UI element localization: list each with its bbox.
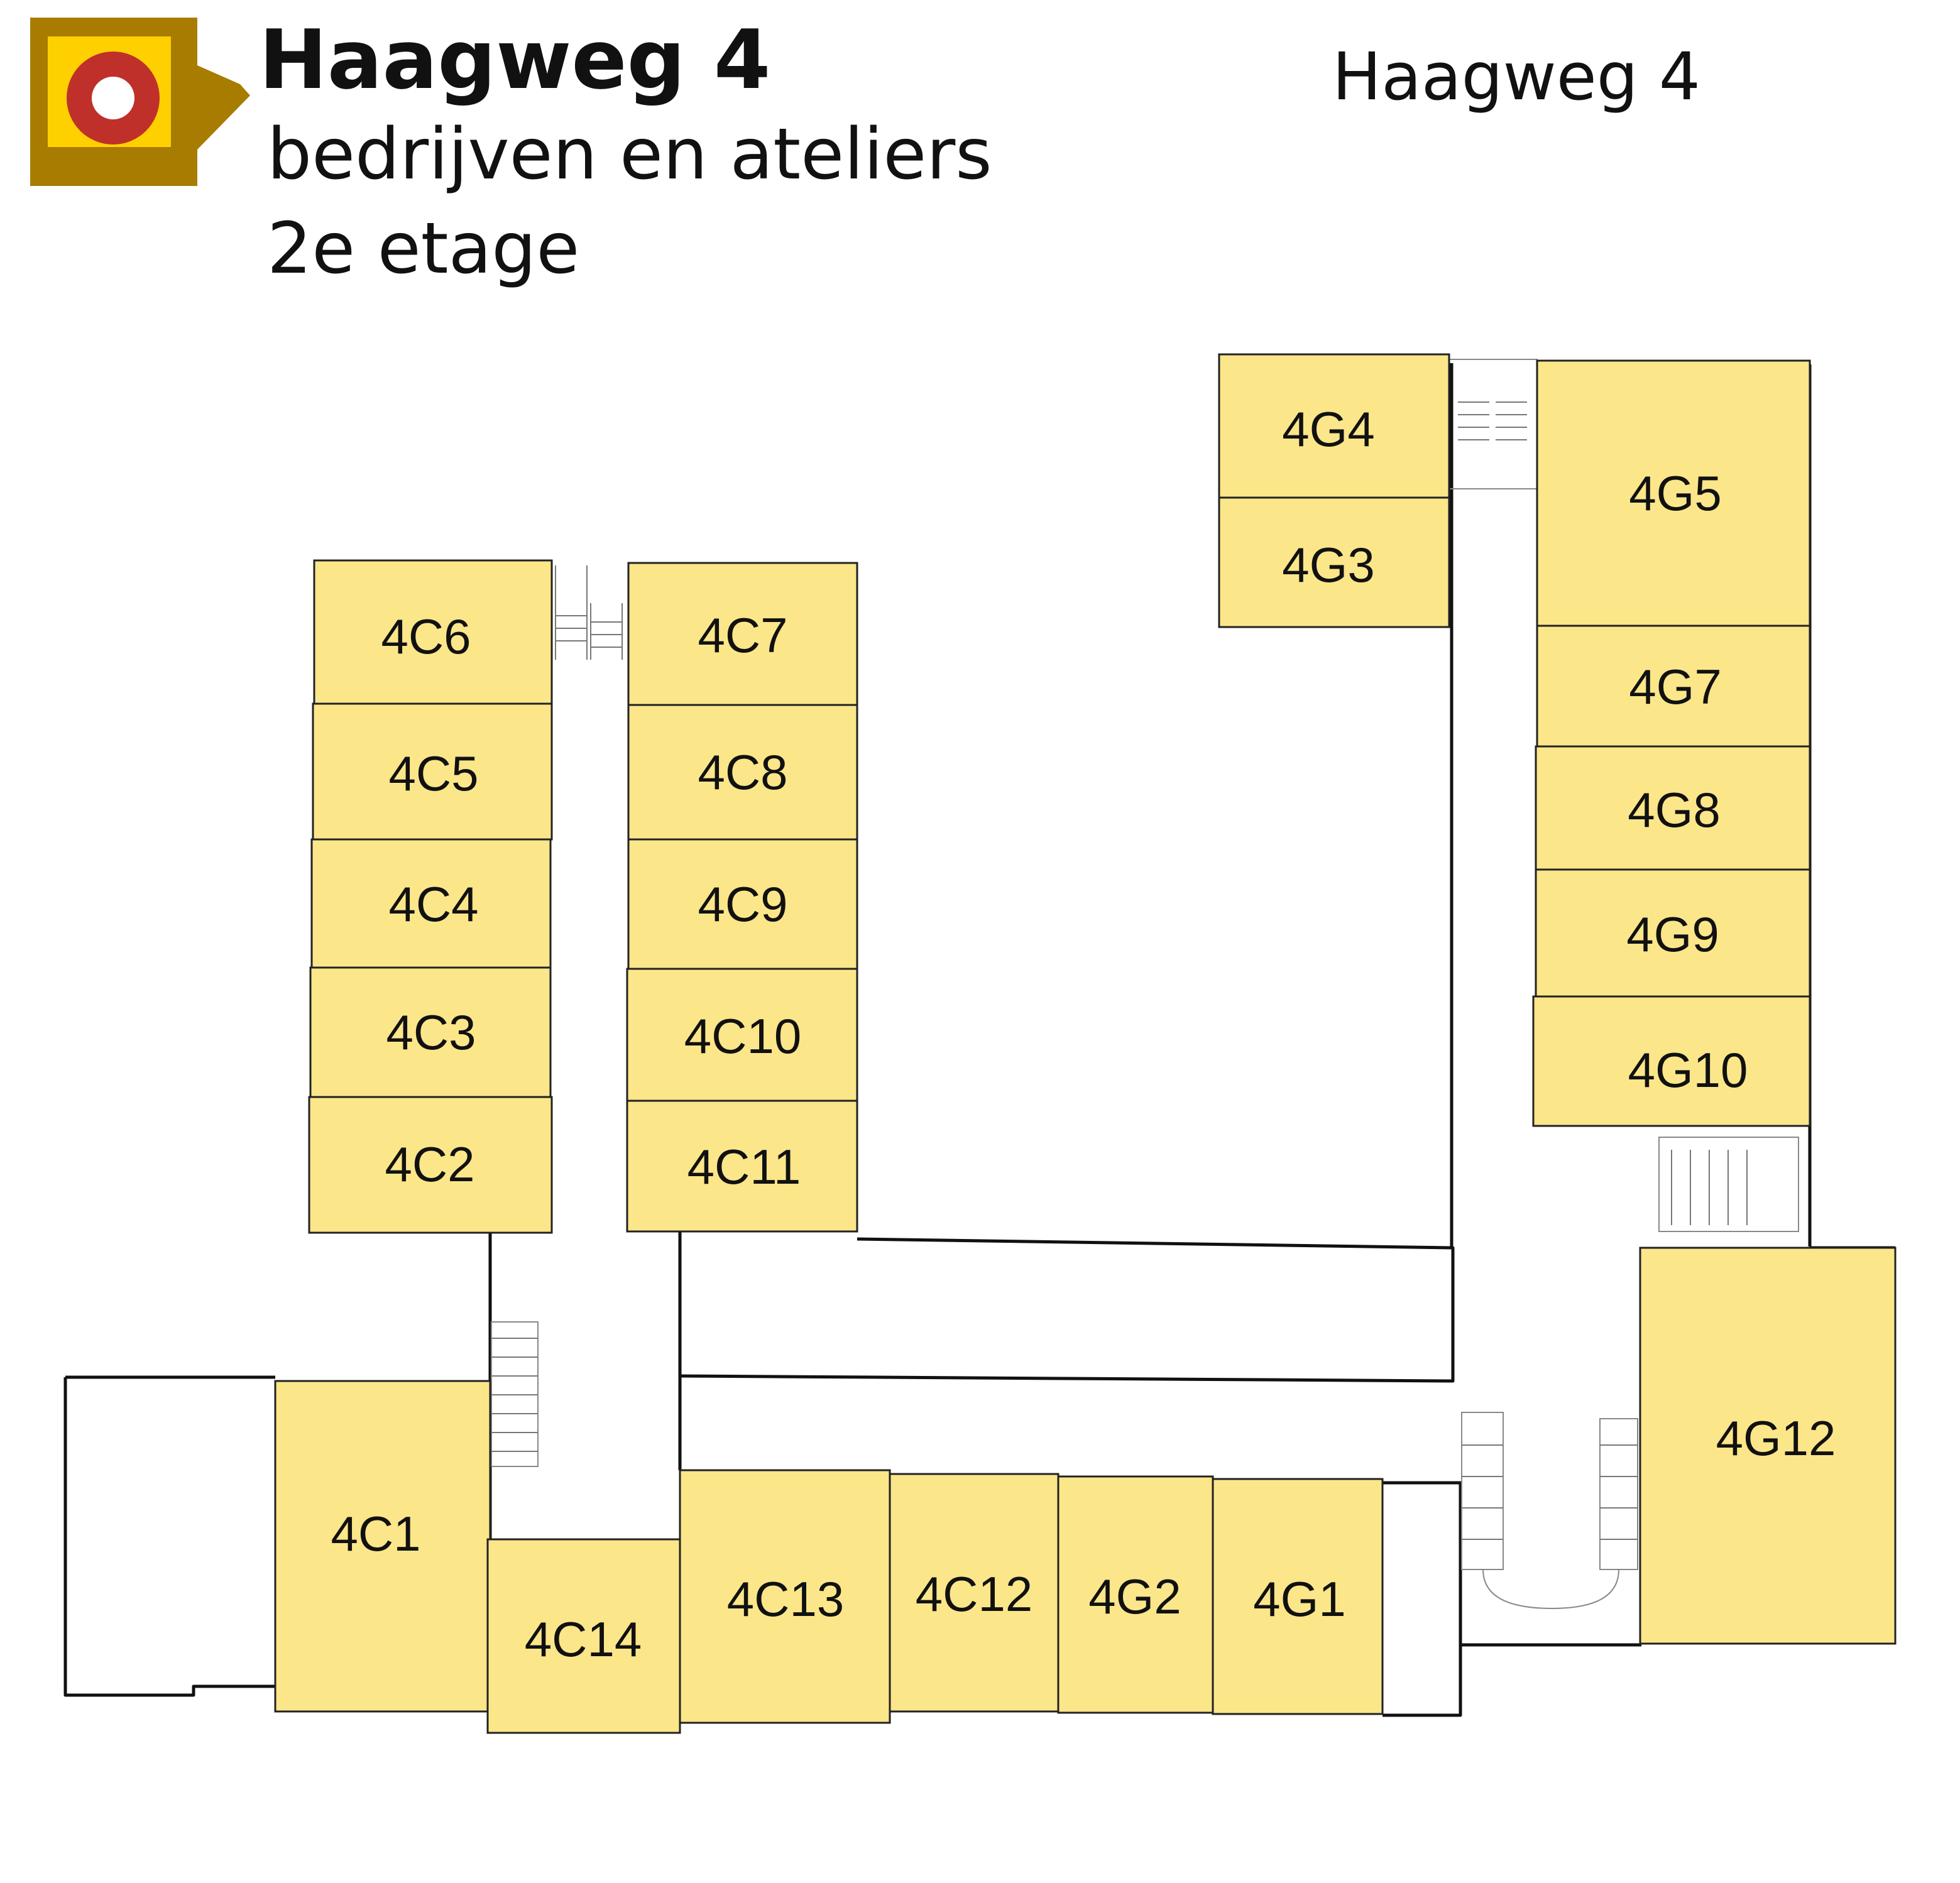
unit-label: 4C14 bbox=[525, 1612, 642, 1667]
stairwell-right-middle bbox=[1658, 1137, 1799, 1232]
unit-label: 4G1 bbox=[1253, 1571, 1345, 1627]
unit-label: 4C9 bbox=[698, 876, 787, 932]
unit-4c4[interactable]: 4C4 bbox=[310, 838, 552, 969]
stairwell-top-right bbox=[1448, 359, 1538, 489]
page-subtitle: bedrijven en ateliers bbox=[267, 114, 992, 195]
unit-label: 4C3 bbox=[386, 1005, 476, 1060]
unit-4g2[interactable]: 4G2 bbox=[1057, 1475, 1214, 1714]
unit-4c10[interactable]: 4C10 bbox=[626, 968, 858, 1102]
unit-4c8[interactable]: 4C8 bbox=[627, 704, 858, 841]
unit-4c2[interactable]: 4C2 bbox=[308, 1096, 553, 1234]
unit-label: 4G3 bbox=[1282, 537, 1374, 592]
unit-4g1[interactable]: 4G1 bbox=[1212, 1478, 1384, 1715]
floor-label: 2e etage bbox=[267, 208, 580, 290]
stairwell-top-left bbox=[555, 565, 623, 660]
unit-label: 4G8 bbox=[1628, 782, 1720, 838]
unit-label: 4G4 bbox=[1282, 401, 1374, 457]
unit-label: 4C4 bbox=[388, 876, 478, 932]
unit-4c13[interactable]: 4C13 bbox=[679, 1469, 891, 1724]
unit-label: 4C10 bbox=[684, 1008, 801, 1064]
unit-4c1[interactable]: 4C1 bbox=[274, 1380, 491, 1713]
stairwell-bottom-right bbox=[1461, 1412, 1638, 1610]
unit-4c9[interactable]: 4C9 bbox=[627, 838, 858, 970]
unit-label: 4G10 bbox=[1628, 1042, 1748, 1098]
page-title: Haagweg 4 bbox=[259, 12, 771, 107]
unit-label: 4C1 bbox=[331, 1506, 420, 1561]
unit-label: 4G12 bbox=[1716, 1411, 1836, 1466]
unit-4c7[interactable]: 4C7 bbox=[627, 562, 858, 706]
unit-label: 4C8 bbox=[698, 745, 787, 800]
unit-4c12[interactable]: 4C12 bbox=[889, 1473, 1059, 1713]
unit-4g7[interactable]: 4G7 bbox=[1536, 625, 1811, 748]
unit-4c3[interactable]: 4C3 bbox=[309, 966, 552, 1098]
unit-label: 4C5 bbox=[388, 746, 478, 801]
unit-label: 4G2 bbox=[1088, 1569, 1181, 1624]
unit-4g3[interactable]: 4G3 bbox=[1218, 496, 1450, 628]
unit-4c14[interactable]: 4C14 bbox=[486, 1538, 681, 1734]
unit-4c5[interactable]: 4C5 bbox=[312, 702, 553, 841]
unit-label: 4C2 bbox=[385, 1137, 474, 1192]
unit-4g9[interactable]: 4G9 bbox=[1535, 868, 1811, 998]
unit-4g4[interactable]: 4G4 bbox=[1218, 353, 1450, 499]
unit-4g5[interactable]: 4G5 bbox=[1536, 359, 1811, 627]
stairwell-corridor-left bbox=[491, 1321, 539, 1467]
unit-label: 4C11 bbox=[687, 1139, 801, 1194]
unit-4g12[interactable]: 4G12 bbox=[1639, 1247, 1897, 1645]
unit-label: 4G9 bbox=[1626, 907, 1719, 962]
logo-icon bbox=[30, 18, 250, 186]
unit-label: 4C13 bbox=[727, 1571, 844, 1627]
address-label: Haagweg 4 bbox=[1332, 38, 1700, 115]
unit-label: 4C12 bbox=[916, 1566, 1032, 1622]
unit-4c11[interactable]: 4C11 bbox=[626, 1100, 858, 1233]
unit-4g8[interactable]: 4G8 bbox=[1535, 745, 1811, 871]
unit-label: 4G5 bbox=[1629, 466, 1721, 521]
unit-4c6[interactable]: 4C6 bbox=[313, 559, 553, 705]
unit-label: 4G7 bbox=[1629, 659, 1721, 714]
unit-4g10[interactable]: 4G10 bbox=[1532, 995, 1811, 1127]
unit-label: 4C7 bbox=[698, 608, 787, 663]
unit-label: 4C6 bbox=[381, 609, 471, 664]
